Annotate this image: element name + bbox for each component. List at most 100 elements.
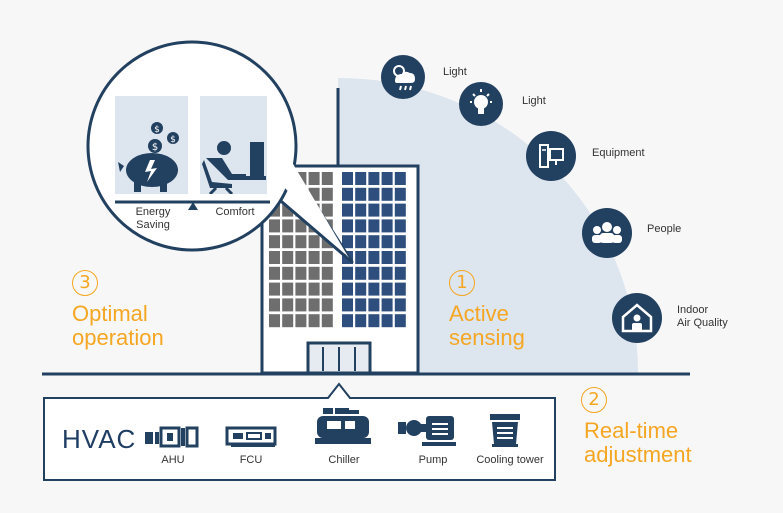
- building-window-blue: [394, 282, 406, 296]
- building-window-gray: [269, 219, 280, 233]
- piggy-bank-icon: $ $ $: [118, 122, 179, 192]
- building-window-blue: [381, 298, 393, 312]
- building-window-blue: [381, 251, 393, 264]
- building-window-blue: [368, 282, 380, 296]
- building-window-blue: [342, 314, 353, 328]
- building-window-blue: [381, 187, 393, 201]
- step-1-ring: 1: [449, 270, 475, 296]
- building-window-gray: [308, 251, 320, 264]
- building-window-blue: [342, 282, 353, 296]
- building-window-blue: [342, 219, 353, 233]
- building-window-gray: [308, 298, 320, 312]
- building-window-gray: [269, 235, 280, 249]
- hvac-box: [43, 382, 556, 481]
- building-window-gray: [282, 251, 294, 264]
- building-window-gray: [269, 298, 280, 312]
- building-window-blue: [394, 172, 406, 185]
- energy-saving-label: Energy Saving: [135, 206, 171, 231]
- lightbulb-icon: [470, 89, 492, 114]
- magnify-bubble: [86, 40, 354, 264]
- building-window-gray: [321, 314, 333, 328]
- sensor-label-air-quality: Indoor Air Quality: [677, 304, 728, 329]
- building-window-blue: [394, 314, 406, 328]
- sensor-air-quality: [612, 293, 662, 343]
- pump-label: Pump: [418, 454, 448, 466]
- building-window-gray: [269, 251, 280, 264]
- building-window-blue: [368, 172, 380, 185]
- sensor-label-equipment: Equipment: [592, 147, 645, 159]
- cooling-tower-label: Cooling tower: [476, 454, 544, 466]
- svg-text:$: $: [170, 135, 176, 145]
- pump-icon: [398, 416, 456, 446]
- computer-icon: [539, 144, 564, 168]
- sensor-label-light: Light: [522, 95, 546, 107]
- building-window-gray: [295, 298, 307, 312]
- weather-cloud-icon: [393, 65, 415, 91]
- chiller-icon: [315, 408, 371, 444]
- svg-text:$: $: [152, 142, 158, 153]
- sensor-weather: [381, 55, 425, 99]
- building-window-gray: [321, 187, 333, 201]
- sensor-label-people: People: [647, 223, 682, 235]
- building-window-gray: [282, 219, 294, 233]
- building-window-gray: [308, 235, 320, 249]
- cooling-tower-icon: [490, 414, 520, 447]
- building-window-blue: [355, 314, 367, 328]
- building-window-gray: [282, 235, 294, 249]
- building-window-gray: [269, 266, 280, 280]
- building-window-blue: [394, 235, 406, 249]
- building-window-blue: [342, 235, 353, 249]
- building-window-gray: [308, 266, 320, 280]
- building-window-gray: [321, 172, 333, 185]
- building-window-blue: [381, 219, 393, 233]
- ahu-label: AHU: [161, 454, 185, 466]
- step-2-ring: 2: [581, 387, 607, 413]
- building-window-blue: [368, 203, 380, 217]
- house-person-icon: [621, 303, 653, 333]
- building-window-blue: [355, 172, 367, 185]
- building-window-gray: [269, 314, 280, 328]
- building-window-gray: [295, 282, 307, 296]
- building-window-blue: [355, 282, 367, 296]
- building-window-gray: [321, 282, 333, 296]
- building-window-blue: [355, 203, 367, 217]
- building-window-blue: [394, 298, 406, 312]
- people-group-icon: [592, 222, 622, 243]
- building-window-gray: [295, 314, 307, 328]
- building-window-gray: [282, 203, 294, 217]
- building-window-blue: [381, 314, 393, 328]
- sensor-equipment: [526, 131, 576, 181]
- building-window-gray: [308, 314, 320, 328]
- building-window-gray: [308, 282, 320, 296]
- building-window-blue: [368, 314, 380, 328]
- building-window-blue: [381, 235, 393, 249]
- building-window-gray: [282, 298, 294, 312]
- building-window-blue: [342, 266, 353, 280]
- step-3-number: 3: [79, 272, 91, 293]
- hvac-title: HVAC: [62, 424, 137, 454]
- building-window-blue: [368, 235, 380, 249]
- ahu-icon: [145, 426, 199, 448]
- building-window-blue: [355, 219, 367, 233]
- building-window-blue: [381, 266, 393, 280]
- building-window-blue: [368, 298, 380, 312]
- building-window-gray: [295, 219, 307, 233]
- building-window-gray: [321, 203, 333, 217]
- building-window-gray: [308, 187, 320, 201]
- sensor-label-weather: Light: [443, 66, 467, 78]
- building-window-blue: [355, 266, 367, 280]
- svg-text:$: $: [154, 125, 160, 135]
- step-2-number: 2: [588, 389, 600, 410]
- building-window-blue: [355, 251, 367, 264]
- building-window-blue: [394, 203, 406, 217]
- building-window-blue: [368, 187, 380, 201]
- fcu-icon: [225, 426, 277, 447]
- building-window-blue: [381, 282, 393, 296]
- building-window-blue: [355, 187, 367, 201]
- step-3-ring: 3: [72, 270, 98, 296]
- step-1-text: Active sensing: [449, 301, 525, 350]
- step-3-text: Optimal operation: [72, 301, 164, 350]
- building-window-gray: [321, 298, 333, 312]
- building-window-gray: [308, 172, 320, 185]
- building-window-blue: [355, 235, 367, 249]
